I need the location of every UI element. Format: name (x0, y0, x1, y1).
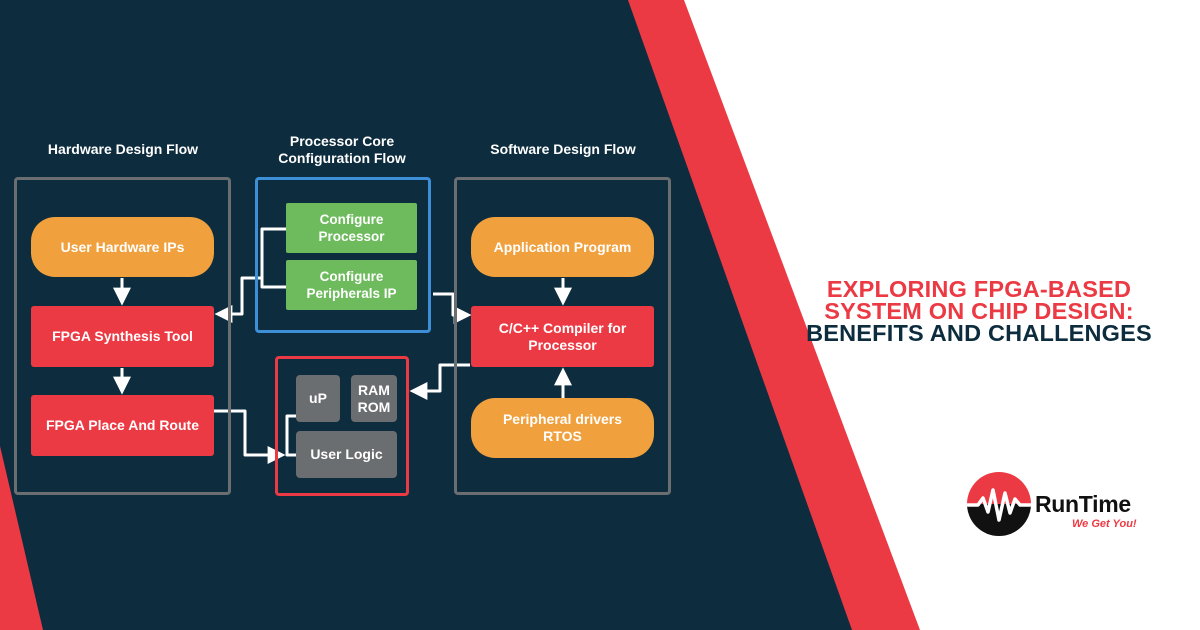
hardware-flow-heading: Hardware Design Flow (47, 141, 199, 157)
ram-rom-block: RAM ROM (351, 375, 397, 422)
headline-line-2: SYSTEM ON CHIP DESIGN: (824, 298, 1134, 324)
processor-flow-frame (255, 177, 431, 333)
user-logic-block: User Logic (296, 431, 397, 478)
compiler-node: C/C++ Compiler for Processor (471, 306, 654, 367)
software-flow-heading: Software Design Flow (490, 141, 636, 157)
processor-flow-heading: Processor Core Configuration Flow (278, 133, 406, 166)
fpga-synthesis-tool-node: FPGA Synthesis Tool (31, 306, 214, 367)
configure-processor-node: Configure Processor (286, 203, 417, 253)
headline-line-1: EXPLORING FPGA-BASED (826, 276, 1132, 302)
headline-line-3: BENEFITS AND CHALLENGES (806, 320, 1152, 346)
peripheral-drivers-node: Peripheral drivers RTOS (471, 398, 654, 458)
brand-name: RunTime (1035, 491, 1131, 517)
arrow-peripherals-to-compiler (433, 292, 472, 324)
headline: EXPLORING FPGA-BASED SYSTEM ON CHIP DESI… (760, 276, 1198, 346)
brand-tagline: We Get You! (1072, 518, 1137, 530)
processor-group-bracket (260, 227, 286, 289)
fpga-place-and-route-node: FPGA Place And Route (31, 395, 214, 456)
heartbeat-logo-icon (967, 472, 1031, 536)
chip-inner-bracket (285, 414, 296, 457)
user-hardware-ips-node: User Hardware IPs (31, 217, 214, 277)
navy-panel (0, 0, 852, 630)
microprocessor-block: uP (296, 375, 340, 422)
soc-chip-frame (275, 356, 409, 496)
configure-peripherals-ip-node: Configure Peripherals IP (286, 260, 417, 310)
application-program-node: Application Program (471, 217, 654, 277)
hardware-flow-frame (14, 177, 231, 495)
software-flow-frame (454, 177, 671, 495)
